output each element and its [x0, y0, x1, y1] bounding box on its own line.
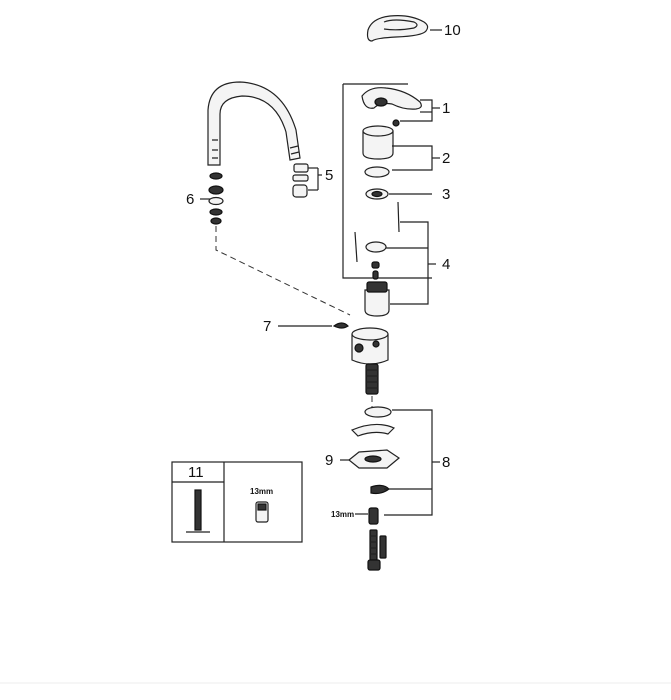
part-8-mounting-set: 8 9 13mm [325, 406, 450, 525]
callout-6: 6 [186, 191, 194, 208]
callout-3: 3 [442, 186, 450, 203]
screw-icon [367, 529, 387, 571]
faucet-body [351, 327, 389, 395]
callout-2: 2 [442, 150, 450, 167]
nut-icon [255, 501, 269, 523]
part-1-handle-icon: 1 [361, 87, 450, 127]
callout-8: 8 [442, 454, 450, 471]
nut-size-label: 13mm [331, 510, 354, 519]
part-3-ring-nut: 3 [365, 186, 450, 203]
assembly-path-line [215, 226, 351, 316]
tool-size-label: 13mm [250, 487, 273, 496]
part-5-aerator-set: 5 [292, 163, 333, 198]
part-10-card-icon: 10 [366, 15, 461, 42]
callout-10: 10 [444, 22, 461, 39]
callout-7: 7 [263, 318, 271, 335]
part-11-tool-box: 11 13mm [171, 461, 303, 543]
spout-icon [207, 81, 301, 166]
callout-5: 5 [325, 167, 333, 184]
callout-11: 11 [188, 464, 204, 481]
callout-9: 9 [325, 452, 333, 469]
tool-icon [186, 489, 210, 533]
part-4-cartridge-icon: 4 [354, 201, 450, 317]
part-6-seal-set: 6 [186, 172, 224, 225]
part-7-clip: 7 [263, 318, 349, 335]
assembly-bracket-frame [342, 84, 432, 279]
part-2-cover-cap: 2 [362, 125, 450, 178]
callout-4: 4 [442, 256, 450, 273]
callout-1: 1 [442, 100, 450, 117]
